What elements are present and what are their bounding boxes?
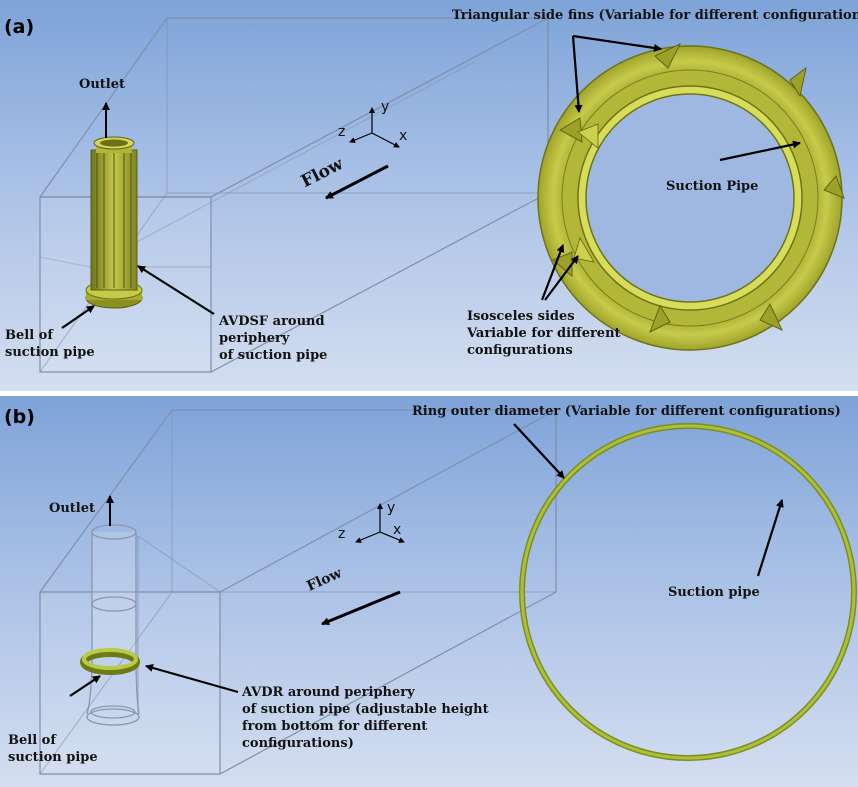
isosceles-pointers [540, 244, 579, 301]
panel-b-drawing [39, 409, 857, 775]
ring-pointer [513, 423, 565, 479]
avdsf-device [85, 136, 143, 309]
isosceles-line3: configurations [467, 343, 573, 358]
bell-pointer-b [69, 675, 101, 697]
axis-y-a: y [381, 99, 390, 115]
suction-label-b: Suction pipe [668, 585, 760, 600]
axis-x-a: x [399, 128, 408, 144]
device-line3-a: of suction pipe [219, 348, 328, 363]
ring-label: Ring outer diameter (Variable for differ… [412, 404, 841, 419]
device-line3-b: from bottom for different [242, 719, 428, 734]
panel-label-b: (b) [4, 406, 35, 428]
device-pointer-a [137, 265, 215, 315]
flow-arrow-b [321, 590, 401, 626]
flow-arrow-a [325, 164, 389, 200]
device-line4-b: configurations) [242, 736, 354, 751]
bell-line1-a: Bell of [5, 328, 53, 343]
axis-z-a: z [338, 124, 346, 140]
device-line1-b: AVDR around periphery [242, 685, 415, 700]
device-line2-a: periphery [219, 331, 290, 346]
axes-b [355, 503, 405, 543]
panel-label-a: (a) [4, 16, 35, 38]
bell-line2-b: suction pipe [8, 750, 98, 765]
panel-a: (a) Outlet Flow y z x Bell of suction pi… [0, 0, 858, 391]
fins-label: Triangular side fins (Variable for diffe… [452, 8, 858, 23]
outlet-label-b: Outlet [49, 501, 95, 516]
device-line2-b: of suction pipe (adjustable height [242, 702, 489, 717]
bell-pointer-a [61, 305, 95, 329]
panel-divider [0, 391, 858, 396]
finned-ring [537, 42, 845, 351]
suction-pipe-b [86, 524, 140, 726]
axis-y-b: y [387, 500, 396, 516]
suction-pointer-a [719, 140, 801, 162]
bell-label-a: Bell of suction pipe [5, 327, 95, 361]
panel-a-drawing [39, 17, 845, 373]
fin-pointers [571, 34, 662, 113]
axis-z-b: z [338, 526, 346, 542]
bell-line1-b: Bell of [8, 733, 56, 748]
isosceles-line1: Isosceles sides [467, 309, 575, 324]
outlet-label-a: Outlet [79, 77, 125, 92]
axis-x-b: x [393, 522, 402, 538]
isosceles-label: Isosceles sides Variable for different c… [467, 308, 621, 359]
suction-label-a: Suction Pipe [666, 179, 759, 194]
isosceles-line2: Variable for different [467, 326, 621, 341]
axes-a [349, 107, 400, 148]
suction-pointer-b [756, 499, 784, 577]
panel-b: (b) Outlet Flow y z x Bell of suction pi… [0, 396, 858, 787]
bell-line2-a: suction pipe [5, 345, 95, 360]
avdr-ring [80, 648, 140, 675]
device-label-b: AVDR around periphery of suction pipe (a… [242, 684, 489, 752]
device-label-a: AVDSF around periphery of suction pipe [219, 313, 327, 364]
bell-label-b: Bell of suction pipe [8, 732, 98, 766]
device-pointer-b [145, 664, 239, 694]
device-line1-a: AVDSF around [219, 314, 325, 329]
